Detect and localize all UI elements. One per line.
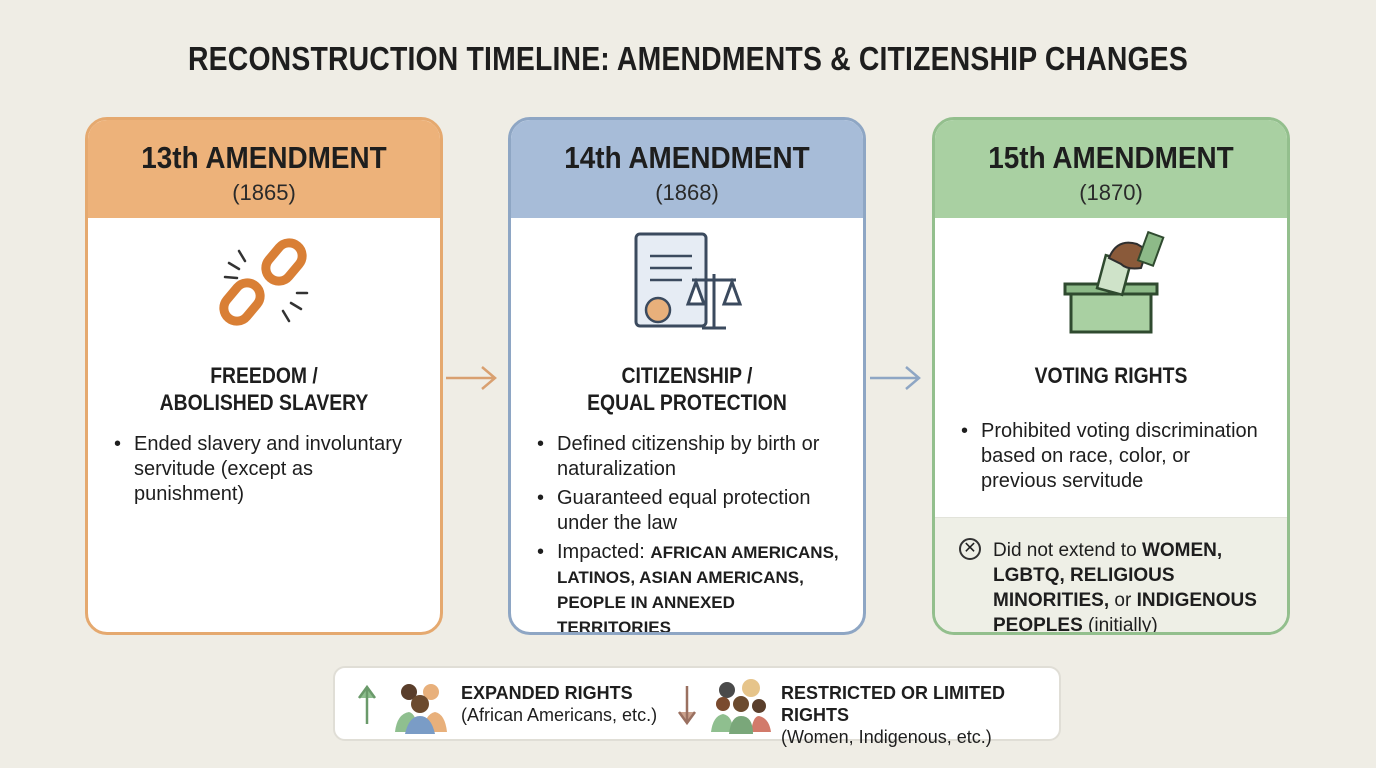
bullet-item: Prohibited voting discrimination based o… xyxy=(961,419,1267,494)
arrow-down-icon xyxy=(677,686,697,726)
card-subtitle: FREEDOM /ABOLISHED SLAVERY xyxy=(159,363,369,415)
amendment-name: 15th AMENDMENT xyxy=(988,140,1234,175)
card-15th-amendment: 15th AMENDMENT (1870) VOTING RIGHTS Proh… xyxy=(932,117,1290,635)
amendment-year: (1868) xyxy=(655,180,719,205)
bullet-list: Ended slavery and involuntary servitude … xyxy=(88,432,440,507)
card-header: 14th AMENDMENT (1868) xyxy=(511,120,863,218)
bullet-item: Impacted: AFRICAN AMERICANS, LATINOS, AS… xyxy=(537,540,843,632)
arrow-right-icon xyxy=(446,366,497,390)
card-subtitle: CITIZENSHIP /EQUAL PROTECTION xyxy=(587,363,787,415)
bullet-list: Prohibited voting discrimination based o… xyxy=(935,419,1287,494)
legend: EXPANDED RIGHTS(African Americans, etc.)… xyxy=(333,666,1061,747)
document-scales-icon xyxy=(511,228,863,338)
card-header: 13th AMENDMENT (1865) xyxy=(88,120,440,218)
legend-expanded: EXPANDED RIGHTS(African Americans, etc.) xyxy=(461,683,658,725)
amendment-year: (1870) xyxy=(1079,180,1143,205)
ballot-box-icon xyxy=(935,228,1287,338)
people-group-icon xyxy=(711,679,771,734)
legend-restricted: RESTRICTED OR LIMITED RIGHTS(Women, Indi… xyxy=(781,683,1005,747)
bullet-item: Ended slavery and involuntary servitude … xyxy=(114,432,420,507)
page-title: RECONSTRUCTION TIMELINE: AMENDMENTS & CI… xyxy=(188,40,1188,77)
amendment-name: 14th AMENDMENT xyxy=(564,140,810,175)
amendment-year: (1865) xyxy=(232,180,296,205)
amendment-name: 13th AMENDMENT xyxy=(141,140,387,175)
limitation-note: ✕ Did not extend to WOMEN, LGBTQ, RELIGI… xyxy=(935,517,1287,632)
card-14th-amendment: 14th AMENDMENT (1868) CITIZENSHIP /EQUAL… xyxy=(508,117,866,635)
card-13th-amendment: 13th AMENDMENT (1865) FREEDOM /ABOLISHED… xyxy=(85,117,443,635)
bullet-item: Guaranteed equal protection under the la… xyxy=(537,486,843,536)
bullet-list: Defined citizenship by birth or naturali… xyxy=(511,432,863,632)
arrow-right-icon xyxy=(870,366,921,390)
circle-x-icon: ✕ xyxy=(959,538,981,560)
bullet-item: Defined citizenship by birth or naturali… xyxy=(537,432,843,482)
arrow-up-icon xyxy=(357,684,377,724)
broken-chain-icon xyxy=(88,228,440,338)
people-group-icon xyxy=(395,684,447,734)
card-header: 15th AMENDMENT (1870) xyxy=(935,120,1287,218)
card-subtitle: VOTING RIGHTS xyxy=(1034,363,1188,388)
